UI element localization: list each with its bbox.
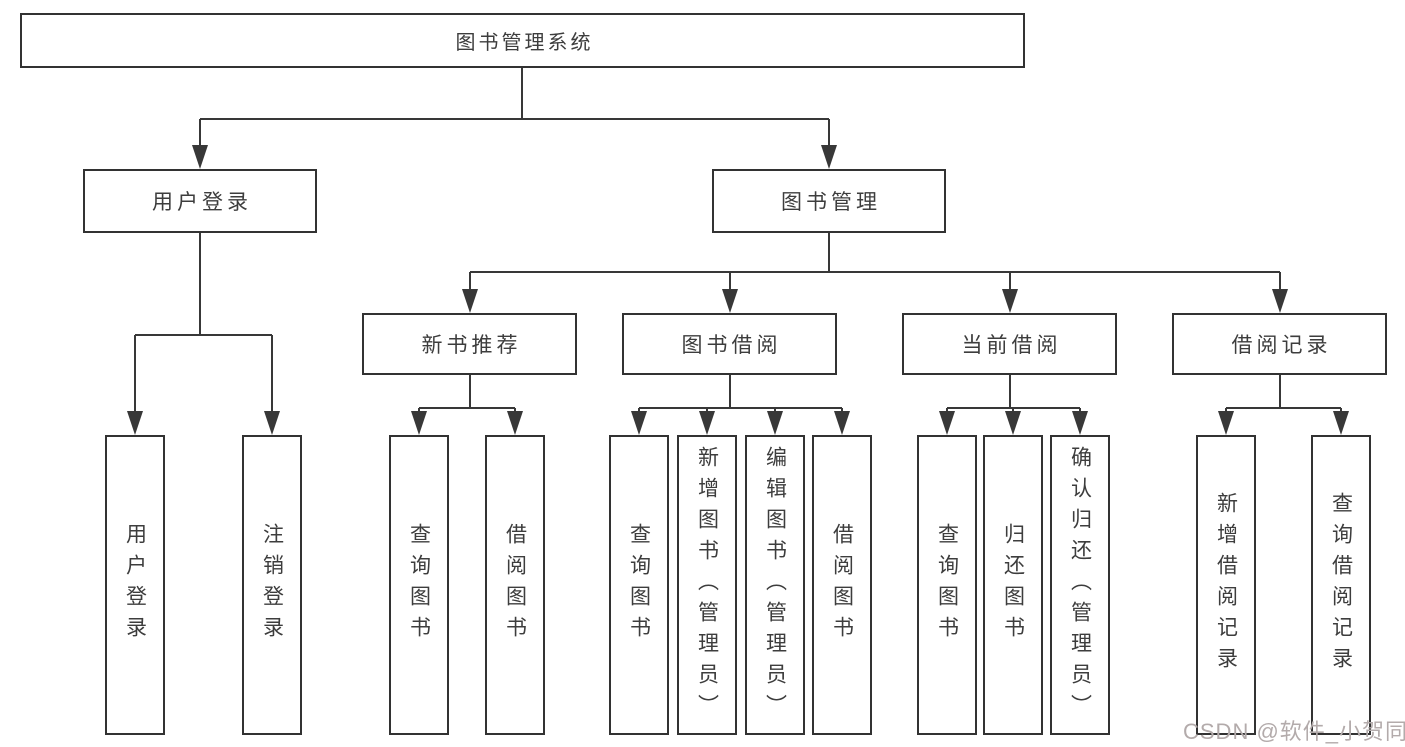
node-leaf-query-books-3: 查询图书 bbox=[917, 435, 977, 735]
connector-root bbox=[199, 68, 830, 152]
connector-new-book-rec bbox=[418, 375, 516, 418]
arrow-down-icon bbox=[1002, 289, 1018, 313]
node-leaf-query-books-2: 查询图书 bbox=[609, 435, 669, 735]
connector-user-login bbox=[134, 233, 273, 418]
arrow-down-icon bbox=[722, 289, 738, 313]
node-borrowing-records: 借阅记录 bbox=[1172, 313, 1387, 375]
arrow-down-icon bbox=[192, 145, 208, 169]
node-new-book-recommend: 新书推荐 bbox=[362, 313, 577, 375]
node-current-borrowing: 当前借阅 bbox=[902, 313, 1117, 375]
arrow-down-icon bbox=[411, 411, 427, 435]
connector-book-borrowing bbox=[638, 375, 843, 418]
node-book-borrowing: 图书借阅 bbox=[622, 313, 837, 375]
arrow-down-icon bbox=[1005, 411, 1021, 435]
arrow-down-icon bbox=[1272, 289, 1288, 313]
watermark: CSDN @软件_小贺同学 bbox=[1183, 719, 1405, 744]
node-leaf-query-books-1: 查询图书 bbox=[389, 435, 449, 735]
node-leaf-confirm-return-admin: 确认归还（管理员） bbox=[1050, 435, 1110, 735]
node-leaf-add-borrow-record: 新增借阅记录 bbox=[1196, 435, 1256, 735]
connector-book-mgmt bbox=[469, 233, 1281, 296]
node-leaf-borrow-books-1: 借阅图书 bbox=[485, 435, 545, 735]
arrow-down-icon bbox=[264, 411, 280, 435]
node-root: 图书管理系统 bbox=[20, 13, 1025, 68]
arrow-down-icon bbox=[1072, 411, 1088, 435]
arrow-down-icon bbox=[631, 411, 647, 435]
arrow-down-icon bbox=[699, 411, 715, 435]
arrow-down-icon bbox=[507, 411, 523, 435]
node-leaf-edit-books-admin: 编辑图书（管理员） bbox=[745, 435, 805, 735]
arrow-down-icon bbox=[1218, 411, 1234, 435]
arrow-down-icon bbox=[462, 289, 478, 313]
node-user-login: 用户登录 bbox=[83, 169, 317, 233]
node-leaf-user-login: 用户登录 bbox=[105, 435, 165, 735]
node-book-management: 图书管理 bbox=[712, 169, 946, 233]
node-leaf-borrow-books-2: 借阅图书 bbox=[812, 435, 872, 735]
connector-borrowing-records bbox=[1225, 375, 1342, 418]
arrow-down-icon bbox=[834, 411, 850, 435]
connector-paths bbox=[134, 68, 1342, 418]
node-leaf-return-books: 归还图书 bbox=[983, 435, 1043, 735]
arrow-down-icon bbox=[939, 411, 955, 435]
arrow-down-icon bbox=[767, 411, 783, 435]
arrow-down-icon bbox=[1333, 411, 1349, 435]
arrow-down-icon bbox=[127, 411, 143, 435]
arrow-down-icon bbox=[821, 145, 837, 169]
node-leaf-logout: 注销登录 bbox=[242, 435, 302, 735]
node-leaf-add-books-admin: 新增图书（管理员） bbox=[677, 435, 737, 735]
node-leaf-query-borrow-record: 查询借阅记录 bbox=[1311, 435, 1371, 735]
